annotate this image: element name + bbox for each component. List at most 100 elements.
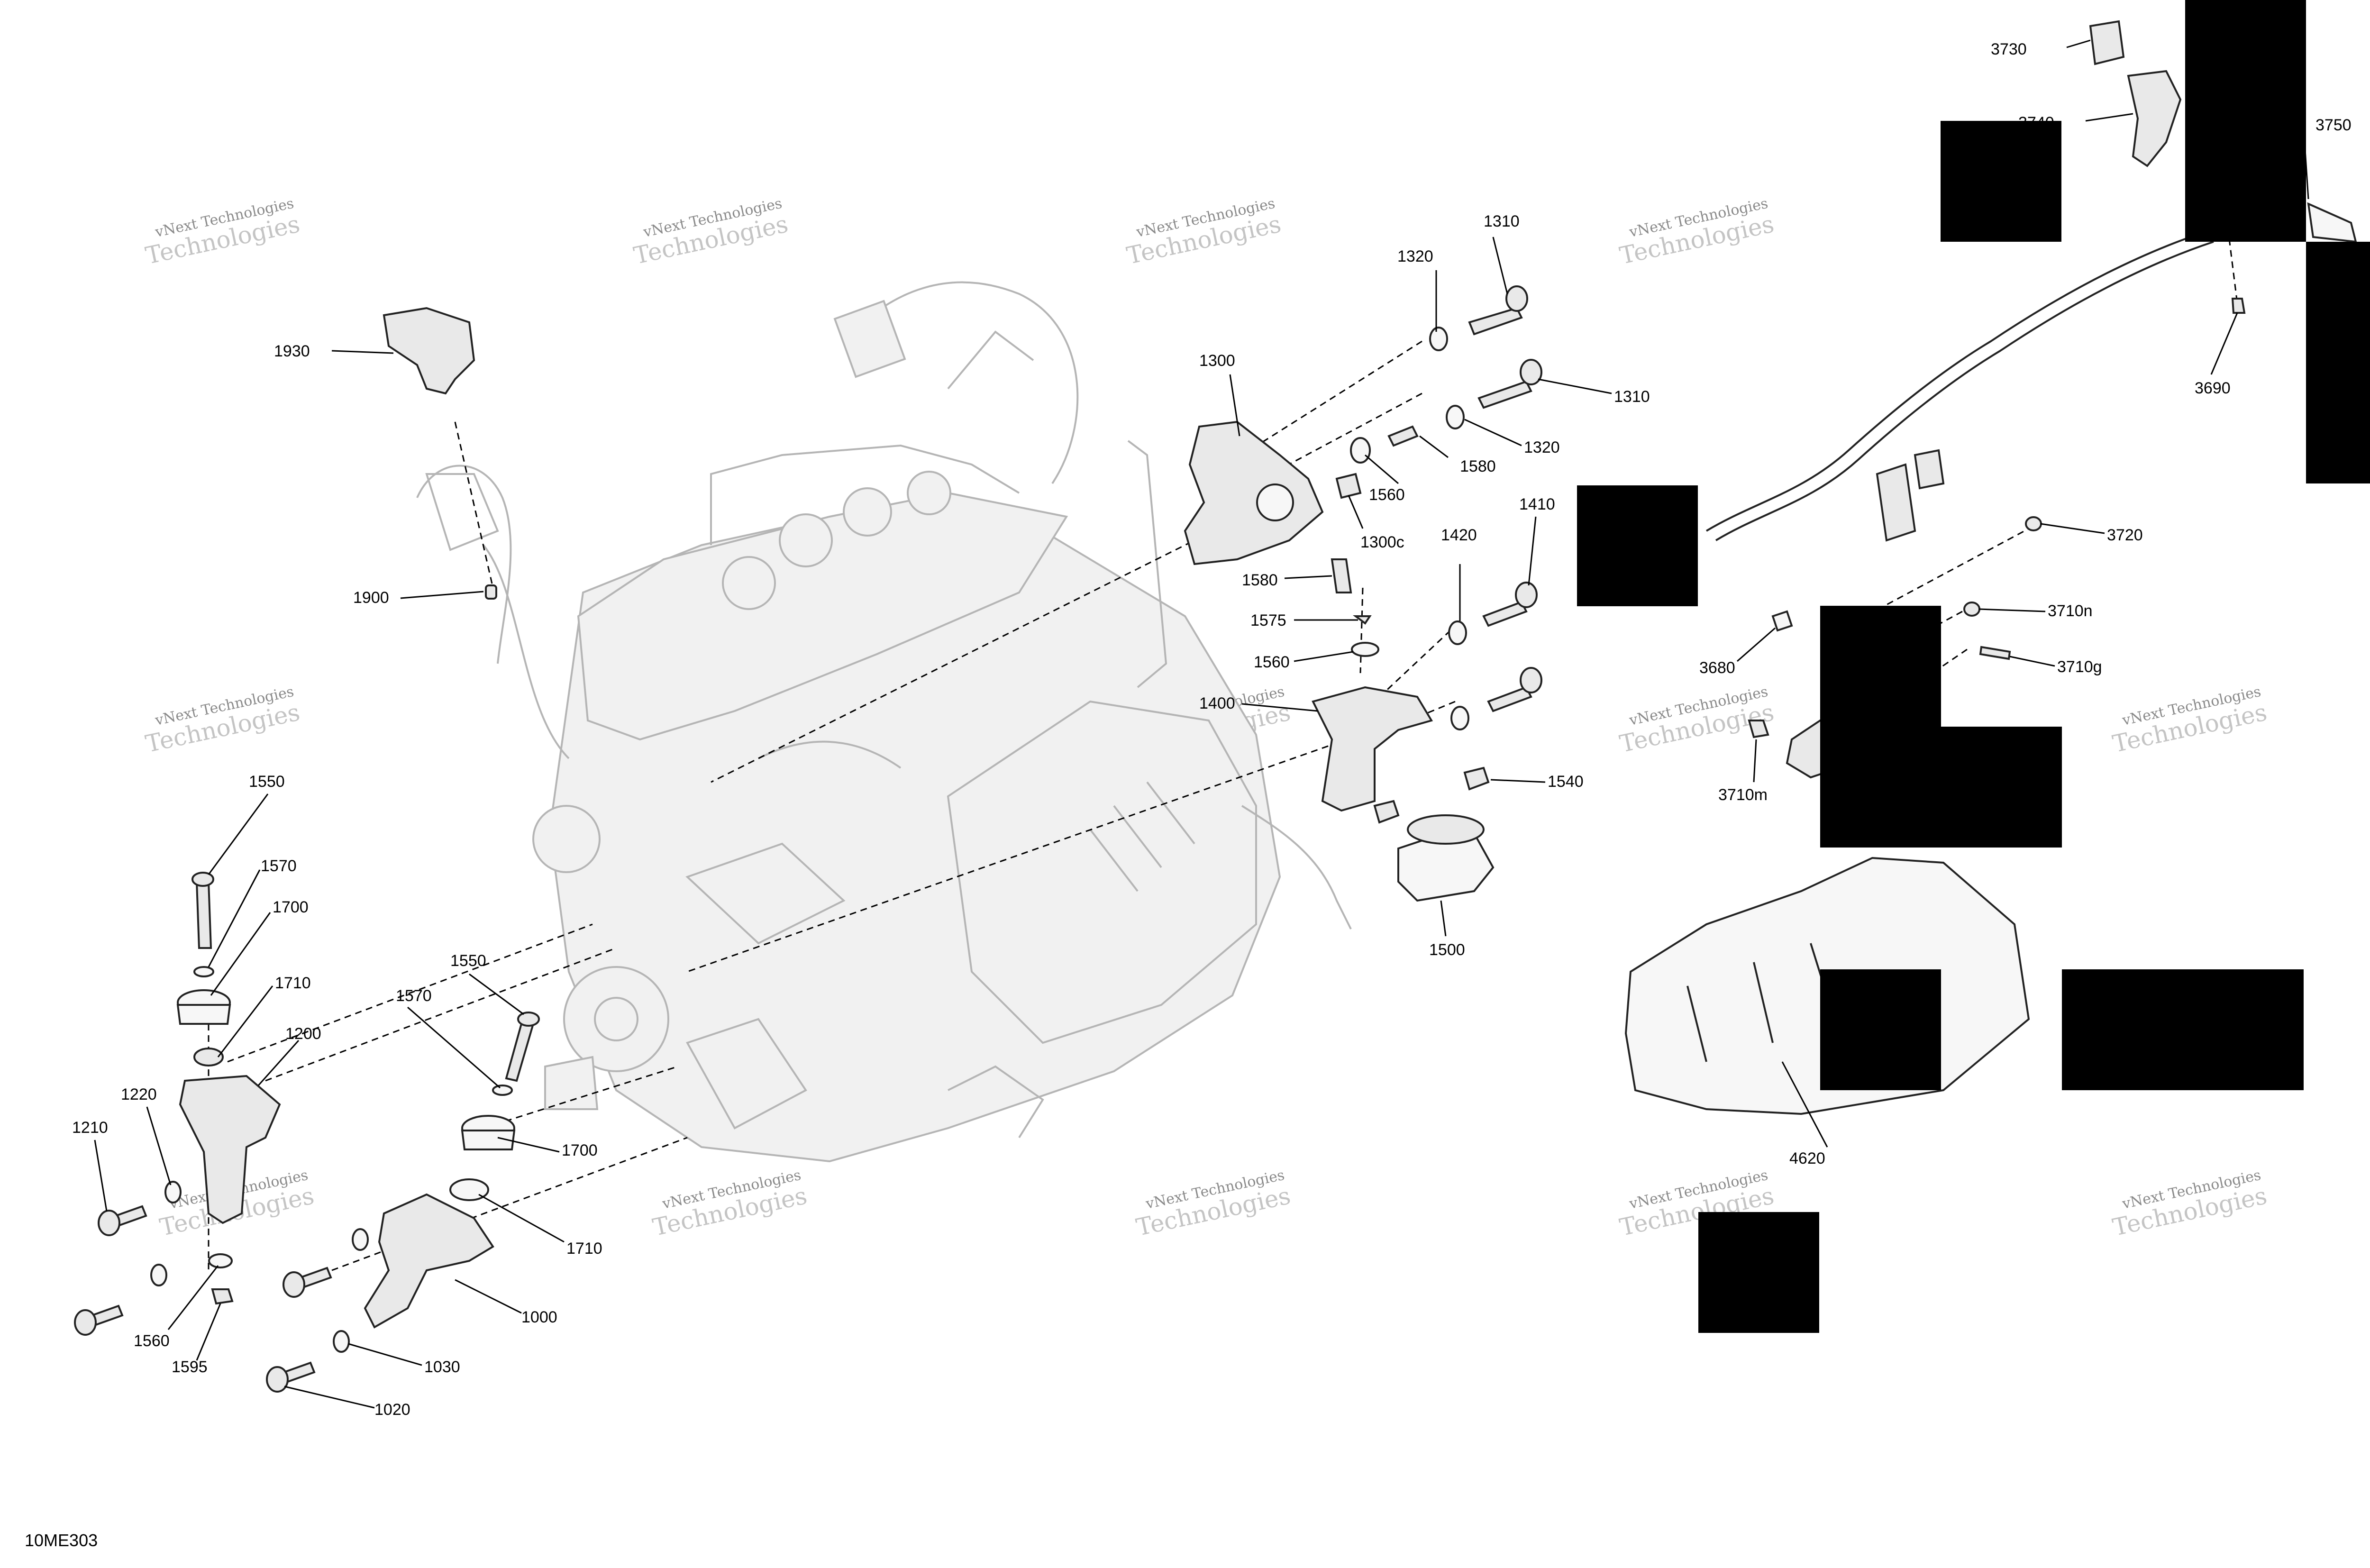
part-1560-washer-b <box>1351 642 1379 657</box>
callout-1210: 1210 <box>72 1119 108 1137</box>
watermark: vNext Technologies Technologies <box>1617 195 1777 270</box>
part-1710-damper-a <box>176 1004 231 1025</box>
part-1595-nut <box>211 1288 234 1305</box>
callout-1300c: 1300c <box>1360 533 1404 551</box>
part-3710n-nut <box>1963 602 1980 617</box>
part-1930-bracket <box>383 307 475 395</box>
part-1540-nut <box>1463 766 1490 791</box>
callout-1900: 1900 <box>353 589 389 607</box>
watermark: vNext Technologies Technologies <box>143 195 302 270</box>
part-3690-clip <box>2231 298 2246 314</box>
callout-1580-b: 1580 <box>1242 571 1278 589</box>
callout-1540: 1540 <box>1548 773 1584 791</box>
watermark: vNext Technologies Technologies <box>2110 1167 2270 1241</box>
callout-1580-a: 1580 <box>1460 457 1496 475</box>
callout-1400: 1400 <box>1199 694 1235 712</box>
callout-1570-b: 1570 <box>396 987 432 1005</box>
part-harness-connector <box>1876 463 1916 542</box>
part-1580-bolt-a <box>1387 425 1419 447</box>
part-1220-washer <box>164 1181 182 1203</box>
part-1570-washer-b <box>492 1085 513 1096</box>
redaction-blocks <box>1577 0 2370 1333</box>
part-1560-washer-c <box>208 1253 233 1268</box>
part-1410-bolt-b <box>1487 686 1532 712</box>
callout-1700-b: 1700 <box>562 1141 598 1159</box>
callout-1575: 1575 <box>1250 611 1286 629</box>
part-1550-bolt-b <box>505 1023 535 1082</box>
callout-3710m: 3710m <box>1718 786 1768 804</box>
part-1575-ring <box>1353 615 1372 625</box>
callout-1320-a: 1320 <box>1397 247 1433 265</box>
part-1410-bolt-a <box>1482 601 1528 627</box>
part-1550-bolt-a <box>195 881 212 949</box>
watermark: vNext Technologies Technologies <box>2110 684 2270 758</box>
part-1420-washer-b <box>1450 706 1469 730</box>
callout-3690: 3690 <box>2195 379 2231 397</box>
engine-assembly-drawing <box>416 281 1352 1163</box>
watermark: vNext Technologies Technologies <box>1124 195 1284 270</box>
part-1400-bracket <box>1312 686 1433 812</box>
part-1420-washer-a <box>1448 620 1467 645</box>
callout-1310-a: 1310 <box>1484 212 1520 230</box>
part-3710g-bolt <box>1979 646 2011 660</box>
valve-cover <box>577 492 1068 741</box>
callout-1410: 1410 <box>1519 495 1555 513</box>
part-3720-clip <box>2025 516 2042 531</box>
watermark: vNext Technologies Technologies <box>1134 1167 1293 1241</box>
callout-1500: 1500 <box>1429 941 1465 959</box>
callout-1200: 1200 <box>285 1025 321 1043</box>
part-1000-bracket <box>364 1193 494 1329</box>
part-1310-bolt <box>1468 307 1523 336</box>
part-3680-clip <box>1771 610 1793 632</box>
callout-1550-a: 1550 <box>249 773 285 791</box>
watermark: vNext Technologies Technologies <box>143 684 302 758</box>
watermark: vNext Technologies Technologies <box>650 1167 810 1241</box>
part-harness-cable <box>1705 231 2205 532</box>
callout-3750: 3750 <box>2315 116 2352 134</box>
callout-1570-a: 1570 <box>261 857 297 875</box>
callout-1560-c: 1560 <box>134 1332 170 1350</box>
callout-1560-b: 1560 <box>1254 653 1290 671</box>
part-3730-clip <box>2089 20 2125 65</box>
callout-1700-a: 1700 <box>273 898 309 916</box>
callout-1220: 1220 <box>121 1085 157 1103</box>
callout-1930: 1930 <box>274 342 310 360</box>
callout-4620: 4620 <box>1789 1149 1825 1167</box>
callout-1560-a: 1560 <box>1369 486 1405 504</box>
airbox <box>947 700 1257 1044</box>
callout-labels: 1930 1900 1300 1300c 1320 1310 1310 1320… <box>72 40 2352 1419</box>
leader-lines <box>94 39 2309 1409</box>
callout-1595: 1595 <box>172 1358 208 1376</box>
drawing-code: 10ME303 <box>25 1531 98 1550</box>
part-1570-washer-a <box>193 966 214 977</box>
callout-1710-a: 1710 <box>275 974 311 992</box>
callout-3720: 3720 <box>2107 526 2143 544</box>
part-3750-cover <box>2307 202 2357 243</box>
part-1200-bracket <box>179 1075 281 1224</box>
callout-3710n: 3710n <box>2048 602 2093 620</box>
part-3740-bracket <box>2127 70 2182 167</box>
callout-3730: 3730 <box>1991 40 2027 58</box>
part-1320-washer-b <box>1446 405 1465 429</box>
callout-1030: 1030 <box>424 1358 460 1376</box>
part-1300c-bolt <box>1335 473 1362 499</box>
part-3710m-bolt <box>1748 720 1769 738</box>
part-1310-bolt-b <box>1477 380 1532 409</box>
callout-1000: 1000 <box>521 1308 557 1326</box>
part-1900-clip <box>485 584 497 600</box>
part-1320-washer <box>1429 327 1448 351</box>
callout-3680: 3680 <box>1699 659 1735 677</box>
part-1300-sensor <box>1184 420 1324 565</box>
callout-1020: 1020 <box>374 1401 410 1419</box>
part-1560-washer-a <box>1350 437 1371 464</box>
watermark: vNext Technologies Technologies <box>631 195 791 270</box>
callout-1710-b: 1710 <box>566 1240 602 1258</box>
callout-1550-b: 1550 <box>450 952 486 970</box>
callout-1310-b: 1310 <box>1614 388 1650 406</box>
part-1580-bolt-b <box>1331 558 1352 593</box>
callout-3710g: 3710g <box>2057 658 2102 676</box>
callout-1420: 1420 <box>1441 526 1477 544</box>
callout-1300: 1300 <box>1199 352 1235 370</box>
part-1030-washer <box>333 1330 350 1353</box>
